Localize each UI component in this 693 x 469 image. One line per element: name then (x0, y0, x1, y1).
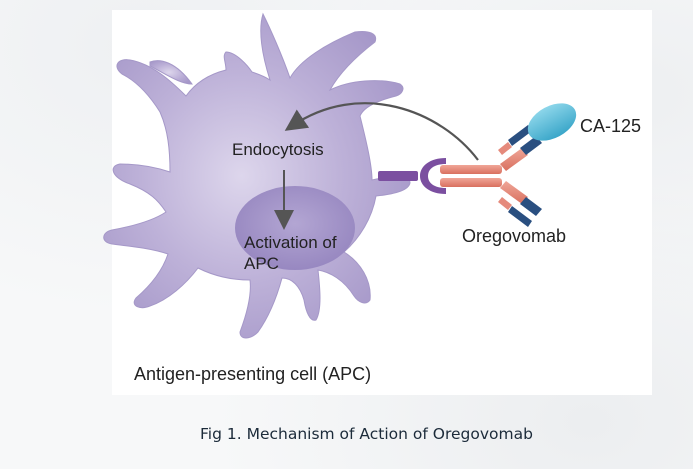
curved-arrow-icon (284, 102, 479, 161)
fc-receptor (378, 158, 446, 194)
antigen-presenting-cell (103, 12, 411, 339)
figure-caption: Fig 1. Mechanism of Action of Oregovomab (200, 425, 533, 443)
endocytosis-label: Endocytosis (232, 140, 324, 159)
antibody-icon (440, 125, 542, 227)
apc-label: Antigen-presenting cell (APC) (134, 364, 372, 384)
ca125-label: CA-125 (580, 116, 642, 136)
nucleus (235, 186, 355, 270)
ca125-antigen (527, 103, 577, 141)
activation-label: Activation of APC (244, 233, 337, 273)
oregovomab-label: Oregovomab (462, 226, 567, 246)
